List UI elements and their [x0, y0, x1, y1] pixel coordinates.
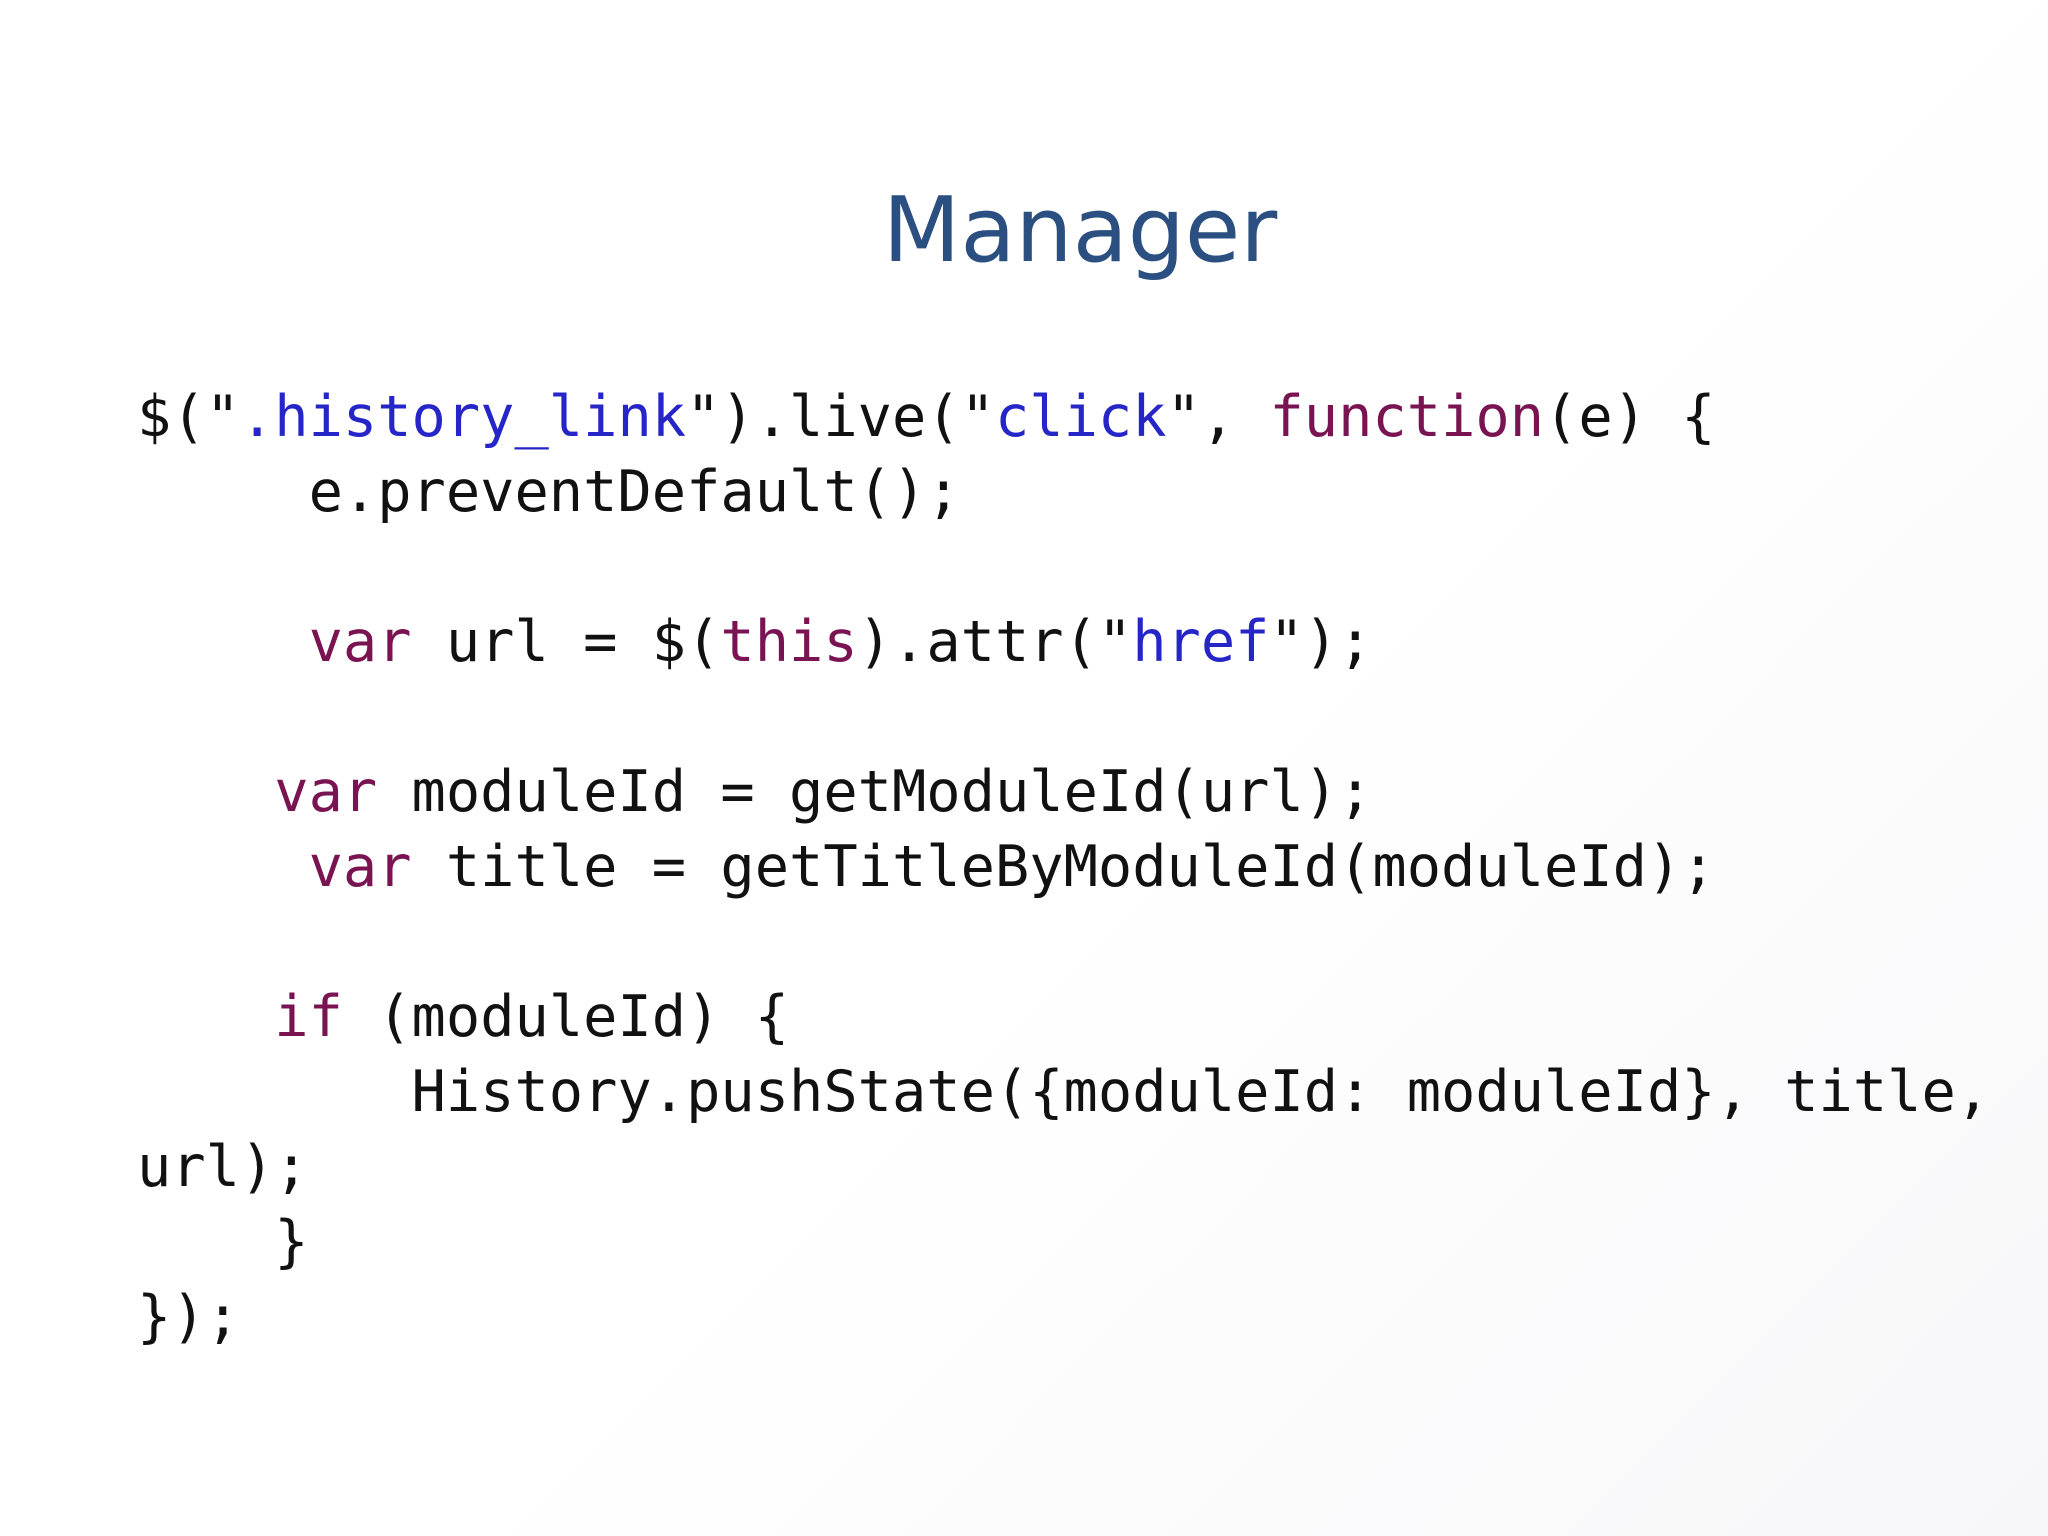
code-keyword: var [274, 759, 378, 825]
code-text: ).attr(" [857, 609, 1133, 675]
code-string: href [1132, 609, 1270, 675]
code-text [137, 834, 309, 900]
slide-title: Manager [882, 178, 1278, 283]
code-text [137, 759, 274, 825]
code-line: url); [137, 1130, 2017, 1205]
code-text [137, 984, 274, 1050]
code-keyword: var [308, 834, 412, 900]
code-line: History.pushState({moduleId: moduleId}, … [137, 1055, 2017, 1130]
code-text: title = getTitleByModuleId(moduleId); [411, 834, 1716, 900]
code-line [137, 530, 2017, 605]
code-line: var title = getTitleByModuleId(moduleId)… [137, 830, 2017, 905]
code-line: var moduleId = getModuleId(url); [137, 755, 2017, 830]
code-text: (moduleId) { [342, 984, 790, 1050]
code-line: if (moduleId) { [137, 980, 2017, 1055]
code-block: $(".history_link").live("click", functio… [137, 380, 2017, 1355]
code-text: }); [137, 1284, 240, 1350]
code-keyword: var [308, 609, 412, 675]
code-text: moduleId = getModuleId(url); [377, 759, 1373, 825]
code-line: $(".history_link").live("click", functio… [137, 380, 2017, 455]
code-text: url); [137, 1134, 309, 1200]
code-line: } [137, 1205, 2017, 1280]
code-text: (e) { [1544, 384, 1716, 450]
code-text: } [137, 1209, 309, 1275]
code-keyword: function [1269, 384, 1545, 450]
code-line [137, 680, 2017, 755]
code-text: $(" [137, 384, 240, 450]
code-text: ").live(" [686, 384, 995, 450]
code-line [137, 905, 2017, 980]
code-line: }); [137, 1280, 2017, 1355]
code-keyword: this [720, 609, 858, 675]
code-text [137, 609, 309, 675]
code-string: .history_link [239, 384, 687, 450]
code-string: click [994, 384, 1167, 450]
code-text: e.preventDefault(); [137, 459, 961, 525]
code-keyword: if [274, 984, 343, 1050]
code-text: ", [1166, 384, 1270, 450]
code-text: url = $( [411, 609, 721, 675]
code-line: e.preventDefault(); [137, 455, 2017, 530]
code-line: var url = $(this).attr("href"); [137, 605, 2017, 680]
code-text: History.pushState({moduleId: moduleId}, … [137, 1059, 1991, 1125]
code-text: "); [1269, 609, 1373, 675]
